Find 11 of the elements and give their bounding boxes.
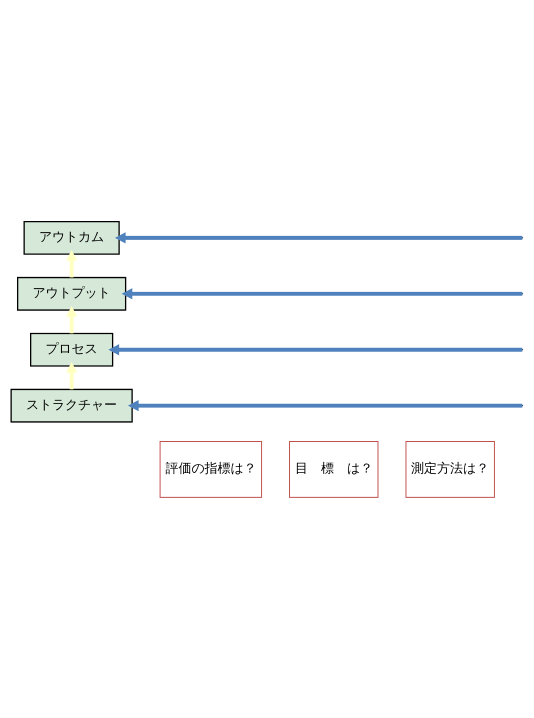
node-box: アウトカム [24, 220, 120, 254]
arrow [66, 250, 78, 277]
arrow [108, 344, 522, 355]
node-box: プロセス [30, 332, 114, 366]
arrow [66, 305, 78, 333]
node-box: 評価の指標は？ [160, 440, 262, 498]
node-box: ストラクチャー [10, 388, 133, 422]
node-box: 目 標 は？ [289, 440, 378, 498]
arrow [66, 361, 78, 389]
node-box: 測定方法は？ [405, 440, 495, 498]
node-box: アウトプット [17, 276, 126, 310]
